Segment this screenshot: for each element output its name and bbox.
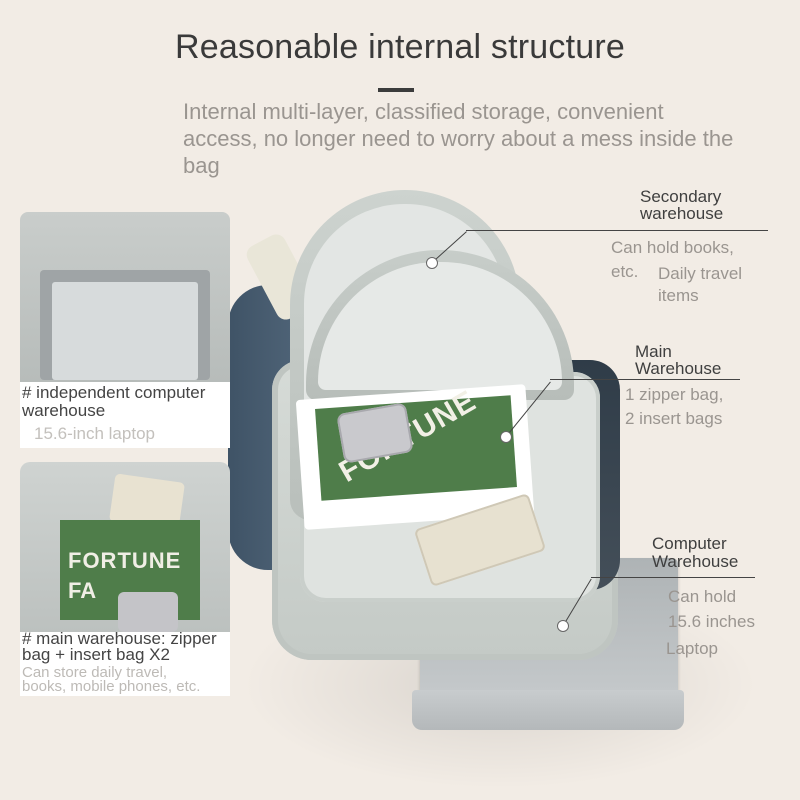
callout-secondary-desc-2a: etc. [611,262,639,281]
callout-secondary-dot [426,257,438,269]
callout-computer-desc-2: 15.6 inches [668,612,755,631]
inset-main-sub-1: Can store daily travel, [22,664,168,681]
callout-secondary-desc-3: items [658,286,699,305]
callout-secondary-desc-1: Can hold books, [611,238,734,257]
inset-main-caption-box [20,632,230,696]
callout-secondary-desc-2b: Daily travel [658,264,743,283]
inset-computer-sub: 15.6-inch laptop [34,424,155,443]
callout-secondary-label-2: warehouse [640,204,724,223]
callout-main-rule [550,379,740,380]
callout-computer-dot [557,620,569,632]
callout-main-desc-1: 1 zipper bag, [625,385,724,404]
callout-computer-desc-1: Can hold [668,587,737,606]
inset-main-title-2: bag + insert bag X2 [22,645,170,664]
page-subtitle: Internal multi-layer, classified storage… [183,99,734,178]
callout-secondary-rule [466,230,768,231]
inset-main-title-1: # main warehouse: zipper [22,629,217,648]
inset-phone [118,592,178,632]
callout-main-dot [500,431,512,443]
title-underline [378,88,414,92]
inset-computer-caption-box [20,382,230,448]
callout-computer-rule [591,577,755,578]
callout-computer-label-2: Warehouse [652,552,739,571]
inset-computer-title-2: warehouse [22,401,106,420]
page-title: Reasonable internal structure [175,28,625,66]
callout-secondary-label-1: Secondary [640,187,722,206]
inset-book-title-2: FA [68,578,97,603]
inset-computer-title-1: # independent computer [22,383,206,402]
callout-computer-label-1: Computer [652,534,727,553]
callout-main-label-1: Main [635,342,672,361]
laptop-base [412,690,684,730]
laptop-in-sleeve [52,282,198,380]
inset-main-sub-2: books, mobile phones, etc. [22,678,201,695]
callout-main-label-2: Warehouse [635,359,722,378]
callout-main-desc-2: 2 insert bags [625,409,723,428]
inset-book-title-1: FORTUNE [68,548,182,573]
callout-computer-desc-3: Laptop [666,639,718,658]
